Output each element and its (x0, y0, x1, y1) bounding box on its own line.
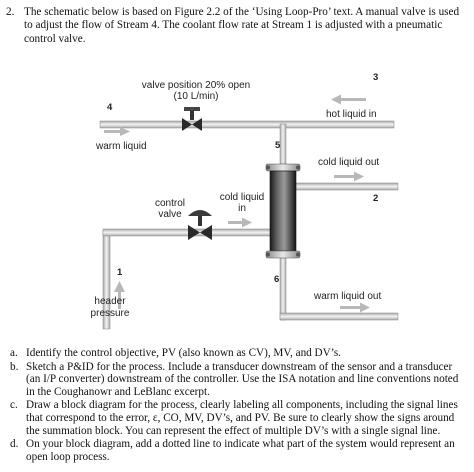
hot-liquid-in-label: hot liquid in (326, 109, 377, 120)
pipe-stream-6 (279, 257, 399, 321)
cold-liquid-in-label-2: in (238, 203, 246, 214)
control-valve-label-2: valve (158, 209, 182, 220)
process-schematic: valve position 20% open (10 L/min) 4 war… (91, 72, 399, 330)
stream-6-label: 6 (274, 274, 279, 285)
stream-5-label: 5 (275, 140, 281, 151)
flow-arrow-cold-liquid-in (228, 217, 252, 228)
question-b-text: Sketch a P&ID for the process. Include a… (26, 360, 459, 398)
cold-liquid-out-label: cold liquid out (318, 157, 379, 168)
stream-2-label: 2 (373, 193, 378, 204)
valve-flow-label: (10 L/min) (173, 91, 218, 102)
header-pressure-label-2: pressure (91, 308, 130, 319)
question-b: b. Sketch a P&ID for the process. Includ… (6, 361, 468, 399)
pneumatic-control-valve (188, 210, 212, 240)
control-valve-label: control (155, 198, 185, 209)
question-d: d. On your block diagram, add a dotted l… (6, 438, 468, 463)
warm-liquid-out-label: warm liquid out (313, 291, 381, 302)
question-b-label: b. (10, 360, 19, 373)
manual-valve (182, 107, 202, 131)
question-d-text: On your block diagram, add a dotted line… (26, 438, 455, 463)
flow-arrow-cold-liquid-out (334, 171, 364, 182)
problem-intro: 2. The schematic below is based on Figur… (6, 6, 468, 46)
question-a-label: a. (10, 347, 18, 359)
question-c-text: Draw a block diagram for the process, cl… (26, 399, 458, 437)
valve-position-label: valve position 20% open (142, 80, 250, 91)
flow-arrow-header-pressure (114, 281, 125, 309)
cold-liquid-in-label: cold liquid (220, 192, 264, 203)
question-d-label: d. (10, 438, 19, 451)
flow-arrow-hot-liquid-in (331, 94, 366, 105)
header-pressure-label: header (94, 296, 126, 307)
problem-intro-text: The schematic below is based on Figure 2… (24, 6, 460, 45)
warm-liquid-label: warm liquid (95, 141, 147, 152)
stream-4-label: 4 (107, 102, 113, 113)
flow-arrow-warm-liquid (104, 127, 130, 136)
stream-3-label: 3 (373, 72, 378, 83)
heat-exchanger (265, 163, 301, 259)
question-list: a. Identify the control objective, PV (a… (6, 347, 468, 464)
question-c-label: c. (10, 399, 18, 412)
stream-1-label: 1 (117, 267, 123, 278)
question-c: c. Draw a block diagram for the process,… (6, 399, 468, 437)
question-a-text: Identify the control objective, PV (also… (26, 347, 341, 359)
flow-arrow-warm-liquid-out (340, 302, 370, 313)
pipe-stream-2 (285, 182, 399, 191)
problem-number: 2. (6, 6, 15, 18)
question-a: a. Identify the control objective, PV (a… (6, 347, 468, 360)
